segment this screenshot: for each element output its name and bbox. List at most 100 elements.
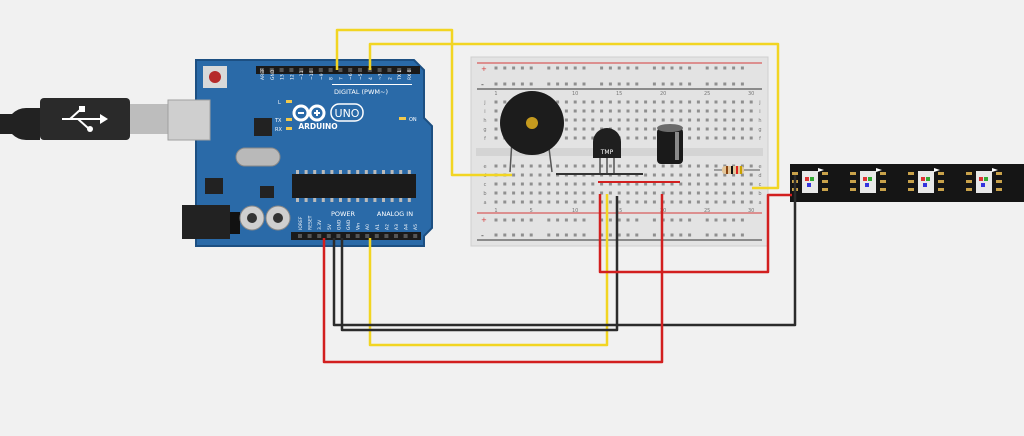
column-number: 1 [494, 91, 497, 97]
temp-sensor-label: TMP [600, 149, 614, 156]
resistor[interactable] [714, 166, 760, 174]
row-letter: a [483, 200, 486, 206]
power-pin-label: A2 [384, 224, 390, 230]
analog-in-label: ANALOG IN [377, 210, 413, 218]
crystal-oscillator [235, 147, 281, 167]
power-label: POWER [331, 210, 356, 218]
row-letter: i [484, 109, 485, 115]
column-number: 5 [530, 208, 533, 214]
wires [322, 28, 797, 364]
row-letter: b [758, 191, 761, 197]
row-letter: e [483, 164, 486, 170]
digital-pin-label: ~5 [358, 73, 364, 80]
column-number: 10 [572, 91, 578, 97]
column-number: 15 [616, 208, 622, 214]
piezo-buzzer[interactable] [500, 91, 564, 173]
column-number: 15 [616, 91, 622, 97]
digital-pin-label: TX 1 [397, 70, 403, 81]
digital-pin-label: ~10 [309, 70, 315, 80]
l-led-label: L [278, 100, 281, 106]
wire-power-strip [598, 193, 792, 274]
digital-pin-label: AREF [260, 68, 266, 80]
row-letter: c [484, 182, 487, 188]
arduino-brand-label: ARDUINO [298, 122, 337, 131]
usb-chip [254, 118, 272, 136]
digital-pin-label: RX 0 [407, 69, 413, 80]
column-number: 10 [572, 208, 578, 214]
row-letter: j [483, 100, 485, 106]
row-letter: a [758, 200, 761, 206]
wire-ground-sensor [340, 196, 619, 332]
wire-ground-strip [332, 175, 797, 327]
row-letter: h [483, 118, 486, 124]
rail-plus-sign-bottom: + [481, 216, 487, 224]
buzzer-center [526, 117, 538, 129]
column-number: 20 [660, 91, 666, 97]
wire-led-data [368, 42, 780, 190]
row-letter: h [758, 118, 761, 124]
digital-pin-label: ~6 [348, 73, 354, 80]
digital-pin-label: 12 [289, 74, 295, 80]
led-pixel [860, 171, 876, 193]
power-pin-label: RESET [308, 215, 314, 230]
arduino-logo-icon [292, 104, 326, 122]
power-pin-label: A0 [365, 224, 371, 230]
digital-header-label: DIGITAL (PWM~) [334, 88, 388, 96]
rgb-led-strip[interactable] [790, 164, 1024, 202]
power-pin-label: A4 [404, 224, 410, 230]
digital-pin-label: GND [270, 69, 276, 80]
led-pixel [802, 171, 818, 193]
power-pin-label: GND [336, 219, 342, 230]
power-pin-label: A1 [375, 224, 381, 230]
voltage-regulator [205, 178, 223, 194]
reset-button-cap [209, 71, 221, 83]
led-pixel [918, 171, 934, 193]
uno-badge [330, 103, 364, 122]
wire-buzzer-signal [335, 28, 512, 177]
digital-pin-label: 7 [338, 77, 344, 80]
tx-led [286, 118, 292, 121]
on-led-label: ON [409, 117, 417, 123]
digital-pin-label: 13 [280, 74, 286, 80]
microcontroller-chip [292, 174, 416, 198]
tx-led-label: TX [274, 118, 282, 124]
temperature-sensor[interactable]: TMP [593, 128, 621, 174]
column-number: 25 [704, 208, 710, 214]
row-letter: b [483, 191, 486, 197]
electrolytic-capacitor[interactable] [657, 124, 683, 164]
rail-minus-sign-bottom: - [481, 231, 484, 240]
rx-led [286, 127, 292, 130]
on-led [399, 117, 406, 120]
rail-minus-sign: - [481, 80, 484, 89]
rx-led-label: RX [275, 127, 282, 133]
led-pixel [976, 171, 992, 193]
column-number: 25 [704, 91, 710, 97]
digital-pin-label: 4 [368, 77, 374, 80]
chip-pins [296, 170, 411, 202]
l-led [286, 100, 292, 103]
row-letter: f [484, 136, 486, 142]
row-letter: j [758, 100, 760, 106]
column-number: 1 [494, 208, 497, 214]
digital-pin-label: ~11 [299, 70, 305, 80]
row-letter: f [759, 136, 761, 142]
digital-pin-label: 2 [387, 77, 393, 80]
digital-pin-label: ~9 [319, 73, 325, 80]
usb-symbol-icon [62, 106, 108, 132]
power-pin-label: A3 [394, 224, 400, 230]
uno-model-label: UNO [335, 107, 360, 120]
row-letter: i [759, 109, 760, 115]
row-letter: d [758, 173, 761, 179]
power-pin-label: IOREF [298, 216, 304, 230]
column-number: 30 [748, 91, 754, 97]
wire-temp-analog [368, 194, 609, 347]
breadboard-labels: 115510101515202025253030jjiihhggffeeddcc… [483, 91, 761, 214]
digital-pin-label: ~3 [378, 73, 384, 80]
usb-plug-metal [130, 104, 168, 134]
row-letter: e [758, 164, 761, 170]
